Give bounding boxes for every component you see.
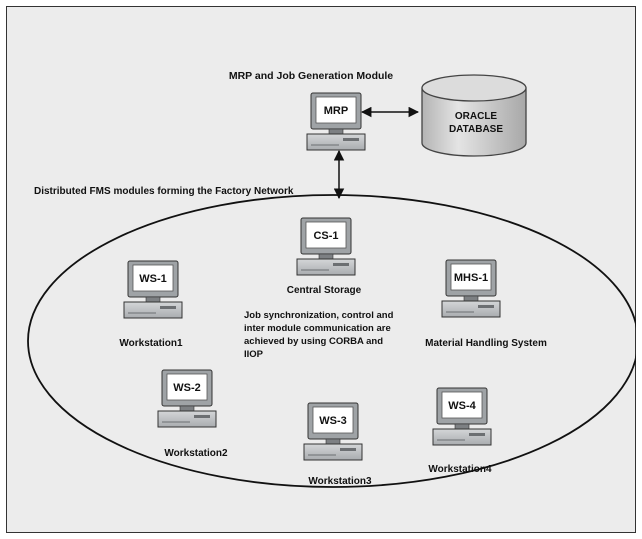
note-line-2: inter module communication are: [244, 323, 391, 334]
drive-slot: [194, 415, 210, 418]
drive-slot: [478, 305, 494, 308]
fms-architecture-diagram: MRP and Job Generation Module Distribute…: [6, 6, 636, 533]
computer-ws2: WS-2: [157, 369, 217, 428]
drive-slot: [343, 138, 359, 141]
note-line-3: achieved by using CORBA and: [244, 336, 383, 347]
drive-slot: [469, 433, 485, 436]
note-line-4: IIOP: [244, 349, 264, 360]
caption-ws3: Workstation3: [308, 476, 372, 487]
system-unit: [157, 410, 217, 428]
note-line-1: Job synchronization, control and: [244, 310, 394, 321]
monitor-stand: [145, 296, 161, 303]
system-unit: [123, 301, 183, 319]
monitor-stand: [454, 423, 470, 430]
monitor-stand: [463, 295, 479, 302]
computer-cs1: CS-1: [296, 217, 356, 276]
screen-label-ws3: WS-3: [319, 415, 347, 427]
system-unit: [296, 258, 356, 276]
system-unit: [432, 428, 492, 446]
screen-label-ws4: WS-4: [448, 400, 476, 412]
caption-cs1: Central Storage: [287, 285, 362, 296]
caption-ws2: Workstation2: [164, 448, 228, 459]
monitor-stand: [328, 128, 344, 135]
monitor-screen: [441, 391, 483, 419]
monitor-stand: [179, 405, 195, 412]
monitor-screen: [312, 406, 354, 434]
computer-ws3: WS-3: [303, 402, 363, 461]
monitor-screen: [450, 263, 492, 291]
database-cylinder: ORACLE DATABASE: [421, 74, 527, 157]
communication-note: Job synchronization, control and inter m…: [244, 310, 394, 360]
computer-mrp: MRP: [306, 92, 366, 151]
screen-label-mhs1: MHS-1: [454, 272, 488, 284]
monitor-screen: [305, 221, 347, 249]
caption-ws1: Workstation1: [119, 338, 183, 349]
drive-slot: [340, 448, 356, 451]
monitor-stand: [318, 253, 334, 260]
factory-network-ellipse: [27, 194, 636, 488]
computer-ws1: WS-1: [123, 260, 183, 319]
screen-label-mrp: MRP: [324, 105, 348, 117]
database-label-line2: DATABASE: [449, 124, 503, 135]
monitor-stand: [325, 438, 341, 445]
database-label-line1: ORACLE: [455, 111, 498, 122]
screen-label-ws1: WS-1: [139, 273, 167, 285]
computer-ws4: WS-4: [432, 387, 492, 446]
drive-slot: [333, 263, 349, 266]
drive-slot: [160, 306, 176, 309]
monitor-screen: [132, 264, 174, 292]
computer-mhs1: MHS-1: [441, 259, 501, 318]
module-title: MRP and Job Generation Module: [229, 70, 393, 82]
network-caption: Distributed FMS modules forming the Fact…: [34, 186, 294, 197]
monitor-screen: [166, 373, 208, 401]
screen-label-cs1: CS-1: [313, 230, 338, 242]
screen-label-ws2: WS-2: [173, 382, 201, 394]
system-unit: [306, 133, 366, 151]
system-unit: [441, 300, 501, 318]
system-unit: [303, 443, 363, 461]
caption-mhs1: Material Handling System: [425, 338, 547, 349]
monitor-screen: [315, 96, 357, 124]
caption-ws4: Workstation4: [428, 464, 492, 475]
